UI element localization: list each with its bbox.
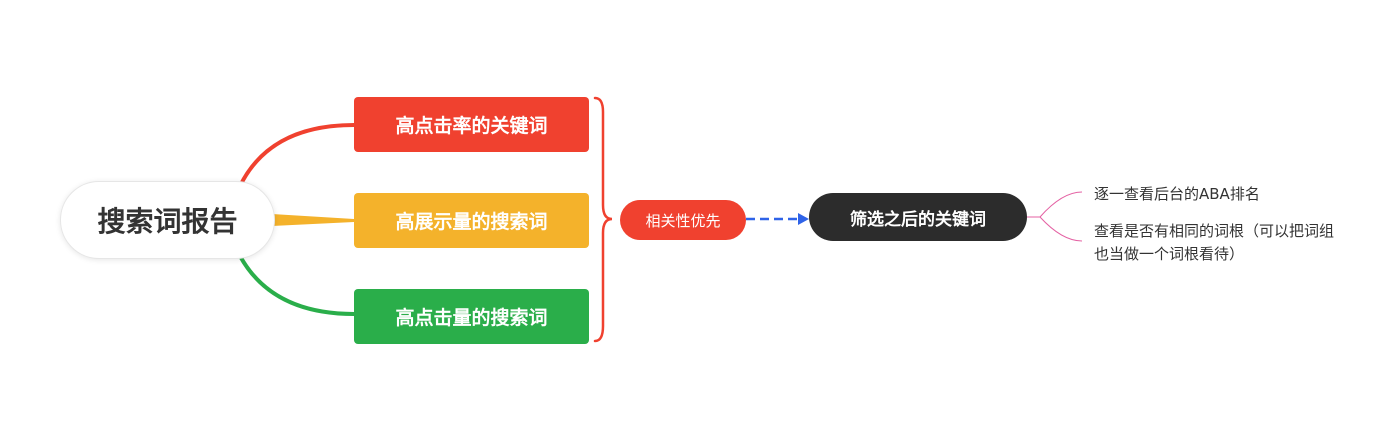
branch-node-high-ctr-keywords[interactable]: 高点击率的关键词 <box>354 97 589 152</box>
connector-root-to-branch-3 <box>238 254 356 316</box>
summary-brace <box>593 96 613 343</box>
arrow-head-icon <box>798 213 809 225</box>
summary-node-relevance-first[interactable]: 相关性优先 <box>620 200 746 240</box>
branch-node-high-click-terms[interactable]: 高点击量的搜索词 <box>354 289 589 344</box>
connector-root-to-branch-1 <box>238 123 356 188</box>
branch-node-high-impression-terms[interactable]: 高展示量的搜索词 <box>354 193 589 248</box>
result-node-filtered-keywords[interactable]: 筛选之后的关键词 <box>809 193 1027 241</box>
leaf-node-same-root[interactable]: 查看是否有相同的词根（可以把词组也当做一个词根看待） <box>1094 222 1335 263</box>
leaf-connector <box>1027 191 1083 242</box>
connector-root-to-branch-2 <box>272 214 354 226</box>
leaf-node-aba-ranking[interactable]: 逐一查看后台的ABA排名 <box>1094 185 1260 203</box>
root-node[interactable]: 搜索词报告 <box>60 181 275 259</box>
